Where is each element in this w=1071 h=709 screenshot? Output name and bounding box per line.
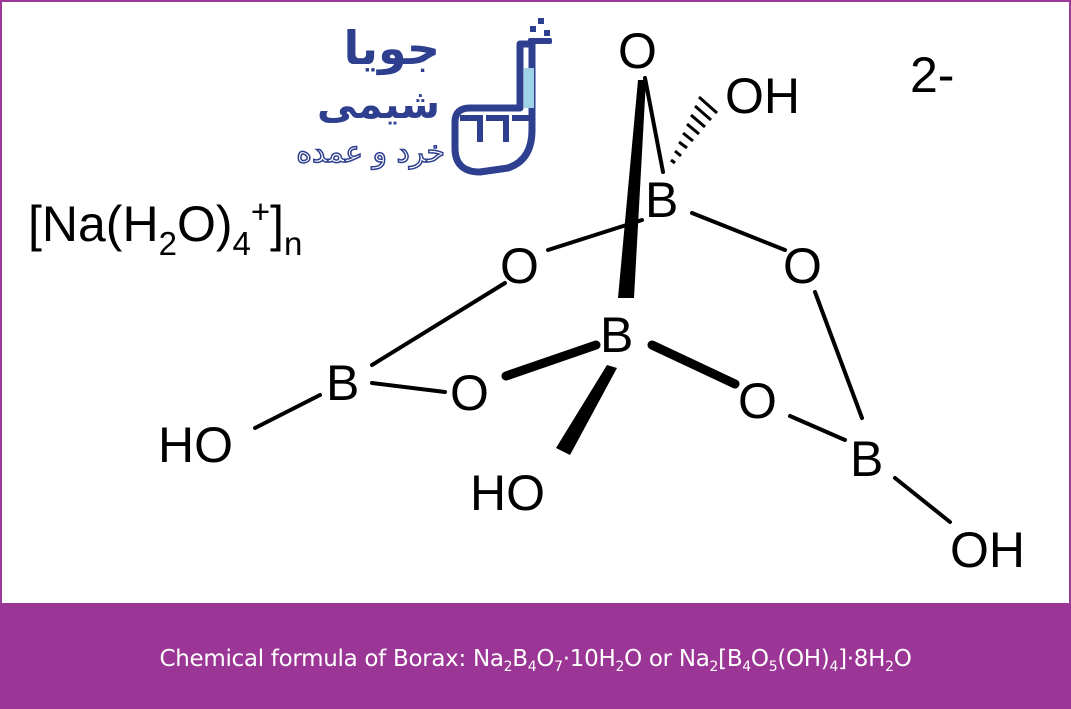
bond-btop-oright: [690, 211, 787, 252]
atom-oh-top: OH: [725, 68, 800, 124]
bond-bleft-ho: [253, 393, 322, 430]
atom-b-top: B: [645, 172, 678, 228]
atom-b-left: B: [326, 355, 359, 411]
joya-shimi-logo: جویا شیمی خرد و عمده: [296, 18, 552, 176]
atom-b-center: B: [600, 307, 633, 363]
bold-bond-bcenter-ocr: [647, 340, 740, 389]
atom-ho-bottom: HO: [470, 465, 545, 521]
bond-bright-oh: [893, 476, 952, 524]
atom-ho-left: HO: [158, 417, 233, 473]
cation-sub-2: 4: [232, 225, 251, 262]
bold-bond-bcenter-ocl: [501, 340, 601, 381]
cation-prefix: [Na(H: [28, 196, 159, 252]
bond-oleft-bleft: [370, 281, 507, 367]
atom-o-left: O: [500, 238, 539, 294]
cation-sup: +: [250, 193, 271, 230]
atom-b-right: B: [850, 431, 883, 487]
logo-text-line2: شیمی: [317, 82, 440, 128]
anion-charge: 2-: [910, 47, 955, 103]
logo-text-line1: جویا: [343, 21, 440, 75]
sodium-cation-label: [Na(H2O)4+]n: [28, 193, 302, 260]
bond-bleft-ocl: [370, 381, 447, 394]
caption-bar: Chemical formula of Borax: Na2B4O7·10H2O…: [0, 603, 1071, 709]
cation-close: ]: [270, 196, 285, 252]
cation-mid: O): [176, 196, 233, 252]
flask-icon: [451, 18, 552, 176]
wedge-bcenter-ho: [556, 365, 617, 455]
atom-o-top: O: [618, 23, 657, 79]
atom-o-center-left: O: [450, 365, 489, 421]
logo-text-line3: خرد و عمده: [296, 135, 445, 170]
cation-sub-1: 2: [158, 225, 177, 262]
atom-o-center-right: O: [738, 373, 777, 429]
bond-otop-btop: [643, 76, 665, 174]
bond-oright-bright: [813, 290, 864, 420]
cation-sub-n: n: [284, 225, 303, 262]
wedge-otop-bcenter: [618, 80, 646, 298]
atom-o-right: O: [783, 238, 822, 294]
caption-text: Chemical formula of Borax: Na2B4O7·10H2O…: [159, 646, 912, 675]
atom-oh-bottom-right: OH: [950, 522, 1025, 578]
borate-anion-structure: O OH B O O B B O O B HO HO OH: [158, 23, 1025, 578]
bond-ocr-bright: [788, 414, 847, 442]
hashed-bond-btop-oh: [670, 95, 718, 165]
